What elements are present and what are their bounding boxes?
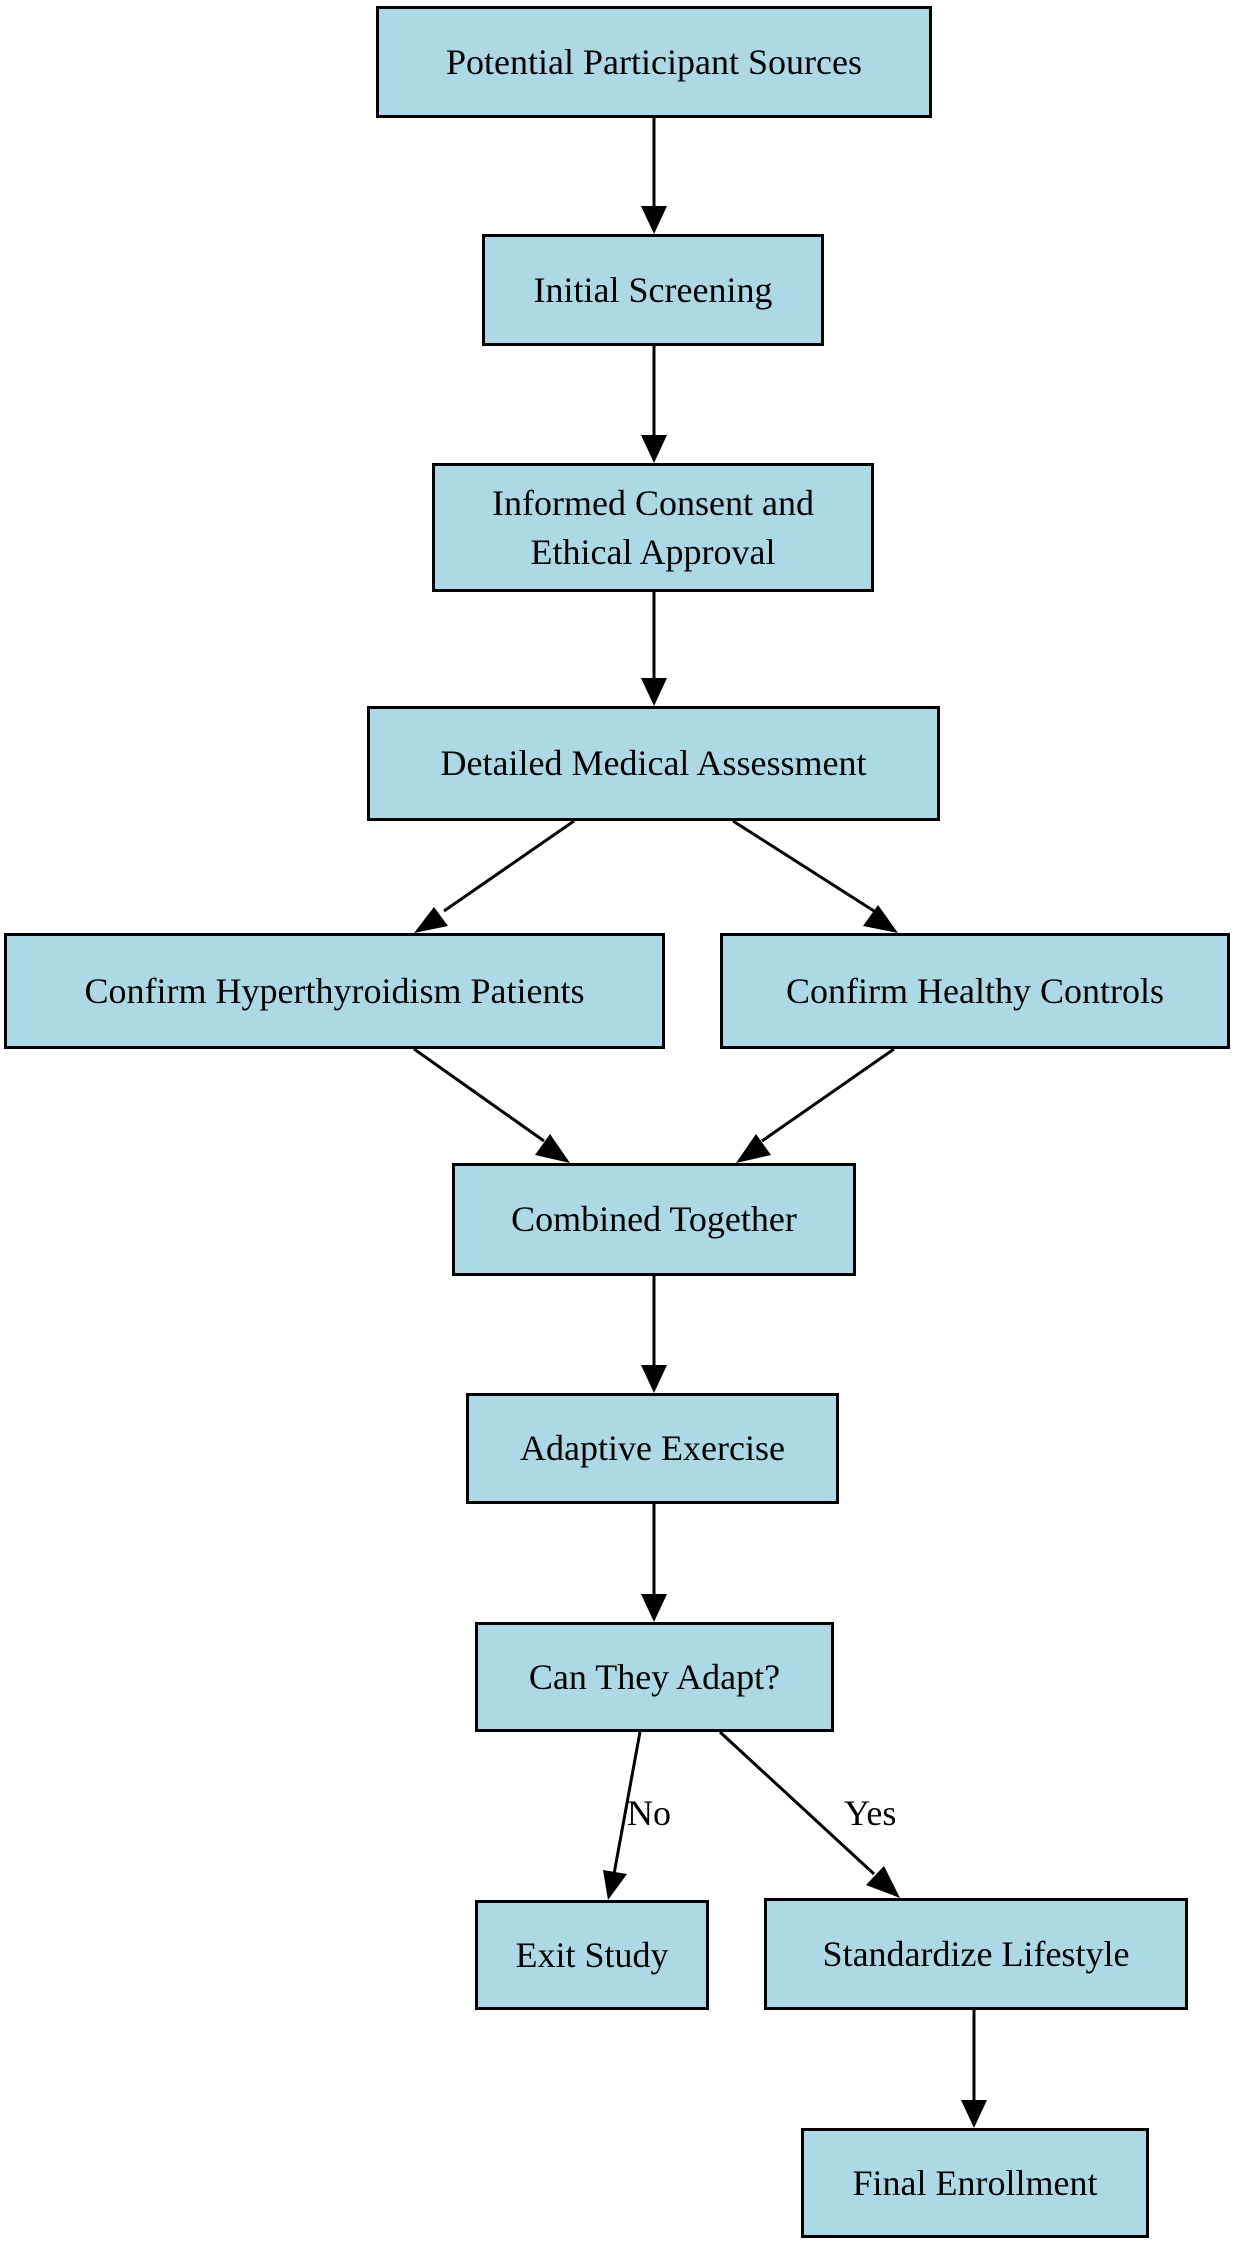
- node-label: Potential Participant Sources: [446, 41, 862, 82]
- arrowhead-healthy-combined: [736, 1134, 771, 1163]
- edge-label-yes: Yes: [844, 1793, 897, 1833]
- node-label-line-2: Ethical Approval: [530, 531, 776, 572]
- node-confirm-healthy-controls: Confirm Healthy Controls: [720, 933, 1230, 1049]
- node-label: Can They Adapt?: [528, 1656, 781, 1697]
- node-label: Confirm Hyperthyroidism Patients: [84, 970, 585, 1011]
- edge-adapt-to-lifestyle: [718, 1730, 876, 1876]
- node-exit-study: Exit Study: [475, 1900, 709, 2010]
- node-initial-screening: Initial Screening: [482, 234, 824, 346]
- arrowhead-assessment-healthy: [863, 905, 898, 933]
- node-adaptive-exercise: Adaptive Exercise: [466, 1393, 839, 1504]
- arrowhead-adapt-lifestyle: [866, 1866, 900, 1898]
- node-informed-consent: Informed Consent and Ethical Approval: [432, 463, 874, 592]
- node-label: Exit Study: [515, 1934, 669, 1975]
- node-label: Final Enrollment: [852, 2162, 1098, 2203]
- arrowhead-lifestyle-final: [961, 2100, 987, 2128]
- node-can-they-adapt: Can They Adapt?: [475, 1622, 834, 1732]
- node-label-line-1: Informed Consent and: [492, 482, 814, 523]
- node-label: Detailed Medical Assessment: [440, 743, 867, 784]
- arrowhead-assessment-hyper: [414, 907, 448, 933]
- arrowhead-screening-consent: [641, 435, 667, 463]
- node-detailed-medical-assessment: Detailed Medical Assessment: [367, 706, 940, 821]
- node-confirm-hyperthyroidism-patients: Confirm Hyperthyroidism Patients: [4, 933, 665, 1049]
- node-combined-together: Combined Together: [452, 1163, 856, 1276]
- arrowhead-combined-exercise: [641, 1365, 667, 1393]
- node-final-enrollment: Final Enrollment: [801, 2128, 1149, 2238]
- edge-label-no: No: [627, 1793, 671, 1833]
- arrowhead-exercise-adapt: [641, 1594, 667, 1622]
- arrowhead-hyper-combined: [535, 1134, 570, 1163]
- node-potential-participant-sources: Potential Participant Sources: [376, 6, 932, 118]
- node-label: Confirm Healthy Controls: [786, 970, 1164, 1011]
- arrowhead-adapt-exit: [603, 1870, 627, 1900]
- arrowhead-consent-assessment: [641, 678, 667, 706]
- node-label: Standardize Lifestyle: [822, 1933, 1130, 1974]
- node-standardize-lifestyle: Standardize Lifestyle: [764, 1898, 1188, 2010]
- edge-healthy-to-combined: [761, 1047, 895, 1143]
- edge-hyper-to-combined: [413, 1047, 545, 1143]
- edge-assessment-to-healthy: [732, 819, 875, 913]
- node-label: Initial Screening: [533, 269, 773, 310]
- node-label: Adaptive Exercise: [520, 1428, 785, 1469]
- edge-adapt-to-exit: [612, 1731, 642, 1875]
- edge-assessment-to-hyper: [443, 819, 575, 913]
- node-label: Combined Together: [511, 1199, 797, 1240]
- arrowhead-sources-screening: [641, 206, 667, 234]
